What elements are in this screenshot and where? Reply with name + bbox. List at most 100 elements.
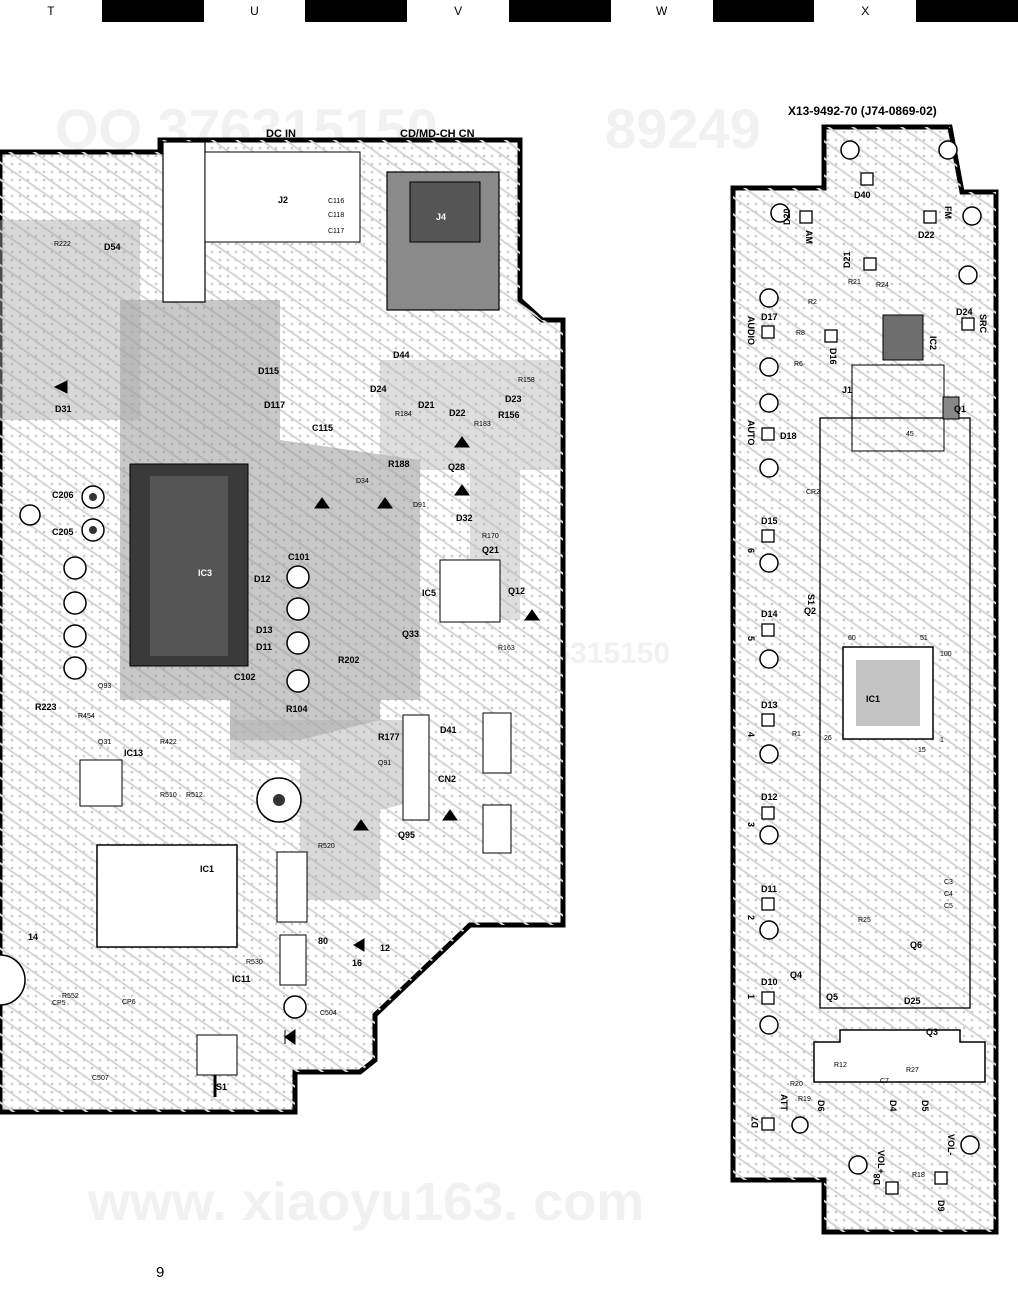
- component-label: D13: [761, 700, 778, 710]
- component-label: C117: [328, 228, 344, 235]
- ic3-label: IC3: [198, 568, 212, 578]
- component-label: 45: [906, 431, 914, 438]
- component-label: D54: [104, 242, 121, 252]
- component-label: D32: [456, 513, 473, 523]
- component-label: R202: [338, 655, 360, 665]
- component-label: 6: [746, 548, 756, 553]
- cd-md-connector-label: CD/MD-CH CN: [400, 128, 475, 140]
- component-label: C116: [328, 198, 344, 205]
- component-label: 60: [848, 635, 856, 642]
- watermark-top-right: 89249: [605, 97, 761, 160]
- component-label: R104: [286, 704, 308, 714]
- front-board: [730, 124, 999, 1235]
- component-label: CP5: [52, 1000, 66, 1007]
- component-label: D25: [904, 996, 921, 1006]
- component-label: D8: [872, 1173, 882, 1185]
- main-board-labels: DC IN CD/MD-CH CN J2 J4 IC3 IC1 IC13 IC1…: [28, 128, 535, 1092]
- component-label: D14: [761, 609, 778, 619]
- component-label: 12: [380, 943, 390, 953]
- grid-divider: [712, 0, 815, 22]
- component-label: R223: [35, 702, 57, 712]
- grid-divider: [101, 0, 204, 22]
- component-label: R24: [876, 282, 889, 289]
- component-label: R27: [906, 1067, 919, 1074]
- component-label: R6: [794, 361, 803, 368]
- component-label: R222: [54, 241, 71, 248]
- component-label: D21: [842, 251, 852, 268]
- component-label: D115: [258, 366, 279, 376]
- component-label: D40: [854, 190, 871, 200]
- component-label: Q12: [508, 586, 525, 596]
- component-label: D21: [418, 400, 435, 410]
- component-label: Q31: [98, 739, 111, 746]
- component-label: ATT: [779, 1094, 789, 1111]
- component-label: S1: [806, 594, 816, 605]
- component-label: CP6: [122, 999, 136, 1006]
- ic2-label: IC2: [928, 336, 938, 350]
- component-label: Q91: [378, 760, 391, 767]
- component-label: D15: [761, 516, 778, 526]
- component-label: D91: [413, 502, 426, 509]
- grid-divider: [916, 0, 1018, 22]
- main-board: [0, 137, 566, 1115]
- component-label: D12: [761, 792, 778, 802]
- component-label: D11: [256, 642, 272, 652]
- component-label: Q93: [98, 683, 111, 690]
- component-label: R188: [388, 459, 410, 469]
- grid-column-v: V: [407, 0, 509, 22]
- component-label: C206: [52, 490, 74, 500]
- ic1-main-label: IC1: [200, 864, 214, 874]
- component-label: R520: [318, 843, 335, 850]
- component-label: Q3: [926, 1027, 938, 1037]
- board-part-number: X13-9492-70 (J74-0869-02): [788, 104, 937, 118]
- component-label: 1: [940, 737, 944, 744]
- component-label: D5: [920, 1100, 930, 1112]
- component-label: 2: [746, 915, 756, 920]
- component-label: AM: [804, 230, 814, 244]
- component-label: R170: [482, 533, 499, 540]
- component-label: R163: [498, 645, 515, 652]
- component-label: 26: [824, 735, 832, 742]
- component-label: Q2: [804, 606, 816, 616]
- component-label: 4: [746, 732, 756, 737]
- s1-main-label: S1: [216, 1082, 227, 1092]
- component-label: D22: [918, 230, 935, 240]
- watermark-bottom: www. xiaoyu163. com: [87, 1172, 644, 1232]
- component-label: D34: [356, 478, 369, 485]
- component-label: D20: [782, 208, 792, 225]
- component-label: D16: [828, 348, 838, 365]
- component-label: D22: [449, 408, 466, 418]
- cn2-label: CN2: [438, 774, 456, 784]
- component-label: R184: [395, 411, 412, 418]
- component-label: Q28: [448, 462, 465, 472]
- grid-divider: [508, 0, 611, 22]
- component-label: C102: [234, 672, 256, 682]
- component-label: Q4: [790, 970, 802, 980]
- component-label: R8: [796, 330, 805, 337]
- grid-column-w: W: [610, 0, 713, 22]
- component-label: R454: [78, 713, 95, 720]
- dc-in-label: DC IN: [266, 128, 296, 140]
- grid-column-x: X: [814, 0, 917, 22]
- component-label: D24: [370, 384, 387, 394]
- component-label: FM: [943, 206, 953, 219]
- component-label: C7: [880, 1078, 889, 1085]
- component-label: C5: [944, 903, 953, 910]
- component-label: Q6: [910, 940, 922, 950]
- component-label: D10: [761, 977, 778, 987]
- component-label: D31: [55, 404, 72, 414]
- component-label: R177: [378, 732, 400, 742]
- component-label: D44: [393, 350, 410, 360]
- component-label: C115: [312, 423, 333, 433]
- component-label: D18: [780, 431, 797, 441]
- component-label: R21: [848, 279, 861, 286]
- component-label: VOL+: [876, 1150, 886, 1174]
- component-label: R552: [62, 993, 79, 1000]
- component-label: D4: [888, 1100, 898, 1112]
- grid-divider: [305, 0, 408, 22]
- component-label: R183: [474, 421, 491, 428]
- component-label: 1: [746, 994, 756, 999]
- component-label: Q5: [826, 992, 838, 1002]
